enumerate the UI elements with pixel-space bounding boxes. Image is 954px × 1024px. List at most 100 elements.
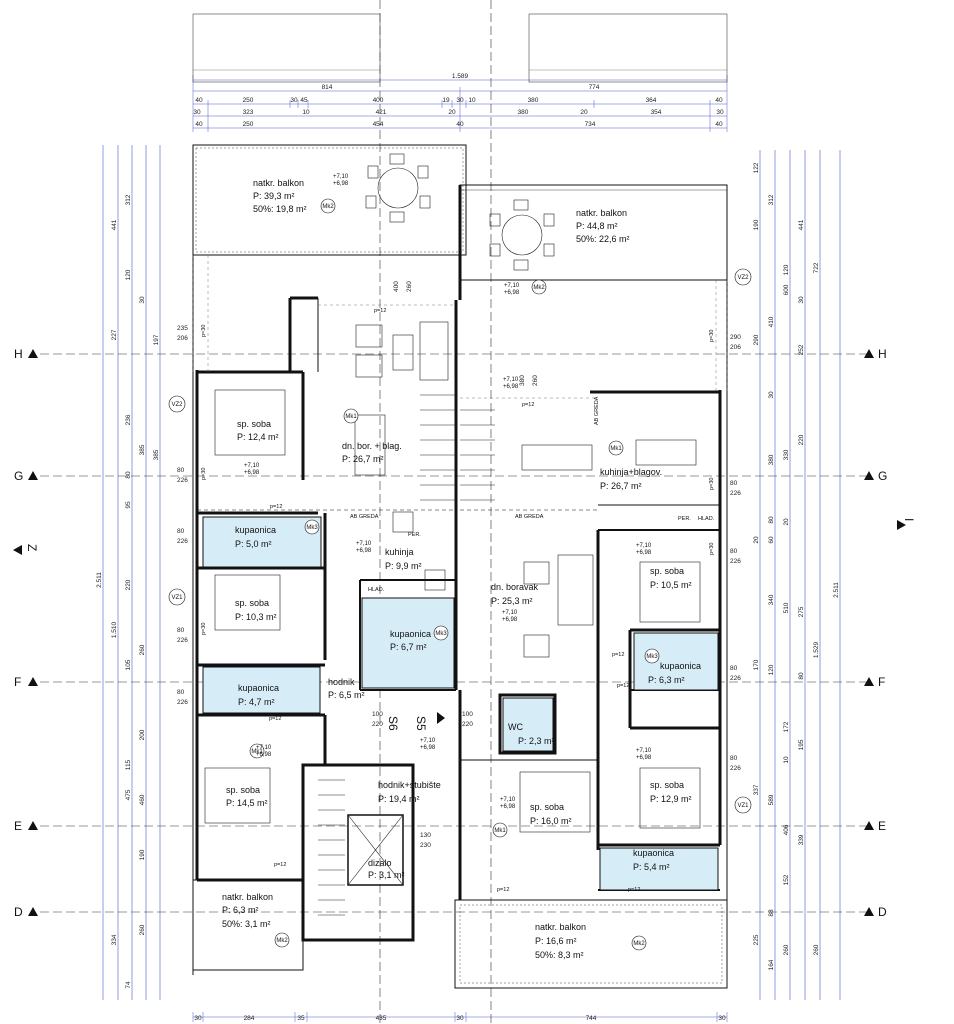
svg-text:S5: S5 xyxy=(414,716,428,731)
svg-text:p=30: p=30 xyxy=(201,623,207,635)
svg-text:260: 260 xyxy=(813,944,820,955)
svg-text:88: 88 xyxy=(768,909,775,917)
room-area: P: 39,3 m² xyxy=(253,191,295,201)
axis-label-g: G xyxy=(14,469,23,483)
svg-text:235: 235 xyxy=(177,325,188,332)
svg-text:80: 80 xyxy=(768,516,775,524)
room-area: P: 3,1 m² xyxy=(368,870,405,880)
svg-text:260: 260 xyxy=(532,375,539,386)
level-markers: +7,10 +6,98 +7,10 +6,98 +7,10 +6,98 +7,1… xyxy=(244,174,652,810)
svg-text:170: 170 xyxy=(753,659,760,670)
svg-text:80: 80 xyxy=(798,672,805,680)
svg-text:225: 225 xyxy=(753,934,760,945)
furniture xyxy=(204,153,701,916)
room-name: natkr. balkon xyxy=(576,208,627,218)
svg-text:HLAD.: HLAD. xyxy=(698,516,715,522)
svg-text:334: 334 xyxy=(111,934,118,945)
svg-text:+7,10: +7,10 xyxy=(502,610,518,616)
dim-bottom: 35 xyxy=(297,1015,305,1022)
svg-text:441: 441 xyxy=(111,219,118,230)
room-area: P: 26,7 m² xyxy=(600,481,642,491)
svg-text:Mk3: Mk3 xyxy=(435,631,447,637)
svg-text:30: 30 xyxy=(139,296,146,304)
upper-balcony-outline xyxy=(192,13,381,83)
svg-text:+6,98: +6,98 xyxy=(244,470,260,476)
svg-text:VZ1: VZ1 xyxy=(737,803,749,809)
svg-text:100: 100 xyxy=(462,711,473,718)
room-name: kuhinja+blagov. xyxy=(600,467,662,477)
room-area-50: 50%: 19,8 m² xyxy=(253,204,307,214)
svg-text:290: 290 xyxy=(753,334,760,345)
svg-text:220: 220 xyxy=(125,579,132,590)
svg-text:120: 120 xyxy=(783,264,790,275)
svg-text:226: 226 xyxy=(730,675,741,682)
svg-text:+7,10: +7,10 xyxy=(333,174,349,180)
room-name: sp. soba xyxy=(530,802,564,812)
room-name: natkr. balkon xyxy=(253,178,304,188)
dim-top: 400 xyxy=(373,97,384,104)
room-area: P: 2,3 m² xyxy=(518,736,555,746)
room-area: P: 12,9 m² xyxy=(650,794,692,804)
svg-text:100: 100 xyxy=(372,711,383,718)
svg-text:S6: S6 xyxy=(386,716,400,731)
dim-top: 364 xyxy=(646,97,657,104)
svg-text:+6,98: +6,98 xyxy=(636,550,652,556)
dim-top: 774 xyxy=(589,84,600,91)
svg-text:F: F xyxy=(878,675,885,689)
svg-text:p=30: p=30 xyxy=(201,468,207,480)
room-name: kupaonica xyxy=(660,661,701,671)
svg-text:30: 30 xyxy=(768,391,775,399)
room-name: dizalo xyxy=(368,858,392,868)
dim-top: 30 xyxy=(290,97,298,104)
svg-text:30: 30 xyxy=(798,296,805,304)
axis-markers: H G F E D H G F E D Z I xyxy=(13,347,916,919)
dim-total-width: 1.589 xyxy=(452,73,469,80)
dim-top: 380 xyxy=(528,97,539,104)
room-area: P: 12,4 m² xyxy=(237,432,279,442)
svg-text:+6,98: +6,98 xyxy=(504,290,520,296)
dim-top: 10 xyxy=(468,97,476,104)
dim-top: 421 xyxy=(376,109,387,116)
window-tags: VZ2 VZ1 VZ2 VZ1 xyxy=(168,268,752,814)
svg-text:226: 226 xyxy=(730,490,741,497)
dim-top: 250 xyxy=(243,121,254,128)
svg-text:H: H xyxy=(878,347,887,361)
svg-text:589: 589 xyxy=(768,794,775,805)
room-name: kupaonica xyxy=(633,848,674,858)
dim-top: 20 xyxy=(580,109,588,116)
room-area: P: 44,8 m² xyxy=(576,221,618,231)
room-area: P: 10,3 m² xyxy=(235,612,277,622)
svg-text:Mk3: Mk3 xyxy=(646,654,658,660)
svg-text:+7,10: +7,10 xyxy=(244,463,260,469)
svg-text:+6,98: +6,98 xyxy=(636,755,652,761)
room-area: P: 14,5 m² xyxy=(226,798,268,808)
svg-text:p=30: p=30 xyxy=(709,478,715,490)
room-area: P: 19,4 m² xyxy=(378,794,420,804)
dim-top: 40 xyxy=(715,97,723,104)
room-area: P: 6,3 m² xyxy=(648,675,685,685)
room-labels: natkr. balkon P: 39,3 m² 50%: 19,8 m² na… xyxy=(222,178,701,960)
svg-text:120: 120 xyxy=(768,664,775,675)
dim-top: 30 xyxy=(716,109,724,116)
svg-text:Mk1: Mk1 xyxy=(345,414,357,420)
svg-text:206: 206 xyxy=(730,344,741,351)
svg-text:G: G xyxy=(878,469,887,483)
svg-text:HLAD.: HLAD. xyxy=(368,587,385,593)
svg-text:260: 260 xyxy=(783,944,790,955)
side-dim-lines xyxy=(102,145,841,1000)
svg-text:190: 190 xyxy=(753,219,760,230)
dim-top: 323 xyxy=(243,109,254,116)
svg-text:200: 200 xyxy=(139,729,146,740)
svg-text:152: 152 xyxy=(783,874,790,885)
svg-text:227: 227 xyxy=(111,329,118,340)
dim-bottom: 284 xyxy=(244,1015,255,1022)
axis-label-d: D xyxy=(14,905,23,919)
svg-text:+6,98: +6,98 xyxy=(333,181,349,187)
svg-text:p=12: p=12 xyxy=(274,862,286,868)
dim-top: 454 xyxy=(373,121,384,128)
dim-bottom: 30 xyxy=(718,1015,726,1022)
svg-text:Mk2: Mk2 xyxy=(276,938,288,944)
svg-text:164: 164 xyxy=(768,959,775,970)
svg-text:190: 190 xyxy=(139,849,146,860)
svg-text:+7,10: +7,10 xyxy=(356,541,372,547)
